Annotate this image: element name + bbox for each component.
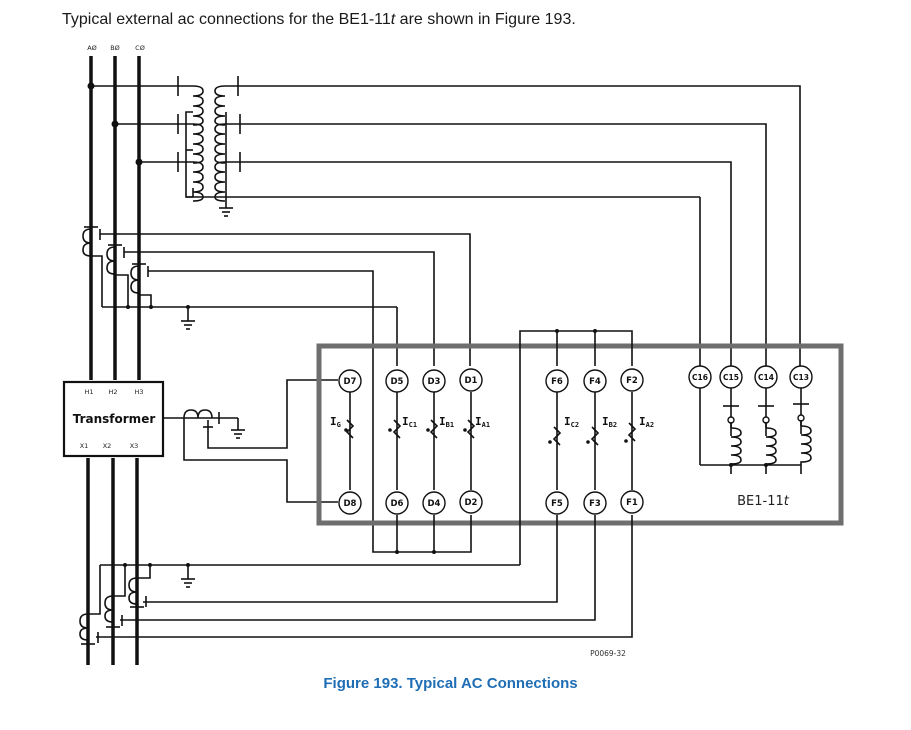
- label-ic1: IC1: [402, 415, 417, 429]
- terminal-c16: C16: [688, 365, 712, 389]
- neutral-ct: [163, 379, 338, 503]
- svg-text:D2: D2: [465, 498, 478, 508]
- label-ia1: IA1: [475, 415, 490, 429]
- intro-text-start: Typical external ac connections for the …: [62, 11, 391, 28]
- label-ib1: IB1: [439, 415, 454, 429]
- ground-icon: [219, 207, 233, 217]
- label-ig: IG: [330, 415, 341, 429]
- drawing-number: P0069-32: [590, 649, 626, 658]
- terminal-d3: D3: [422, 369, 446, 393]
- relay-enclosure: [316, 343, 844, 526]
- svg-text:F4: F4: [589, 377, 601, 387]
- svg-text:F3: F3: [589, 499, 601, 509]
- terminal-c15: C15: [719, 365, 743, 389]
- f-group-wiring: [96, 329, 633, 638]
- terminal-c14: C14: [754, 365, 778, 389]
- svg-text:D6: D6: [391, 499, 404, 509]
- terminal-h1: H1: [84, 388, 93, 396]
- terminals: D7 D5 D3 D1 D8 D6 D4 D2 F6 F4 F2 F5 F3 F…: [338, 365, 813, 515]
- terminal-h2: H2: [108, 388, 117, 396]
- phase-label-b: BØ: [110, 44, 120, 52]
- svg-text:C15: C15: [723, 373, 739, 382]
- svg-text:D4: D4: [428, 499, 441, 509]
- terminal-x1: X1: [80, 442, 89, 450]
- d-inputs: [344, 392, 476, 490]
- transformer: H1 H2 H3 Transformer X1 X2 X3: [62, 380, 165, 458]
- label-ib2: IB2: [602, 415, 617, 429]
- terminal-d8: D8: [338, 491, 362, 515]
- svg-text:D1: D1: [465, 376, 478, 386]
- phase-label-a: AØ: [87, 44, 97, 52]
- terminal-d1: D1: [459, 368, 483, 392]
- lower-phase-cts: [79, 563, 520, 645]
- intro-paragraph: Typical external ac connections for the …: [62, 11, 576, 29]
- label-ic2: IC2: [564, 415, 579, 429]
- terminal-x3: X3: [130, 442, 139, 450]
- svg-text:D3: D3: [428, 377, 441, 387]
- terminal-f6: F6: [545, 369, 569, 393]
- figure-caption-text: Figure 193. Typical AC Connections: [323, 675, 578, 692]
- phase-label-c: CØ: [135, 44, 145, 52]
- upper-phase-cts: [82, 226, 471, 553]
- svg-text:D8: D8: [344, 499, 357, 509]
- terminal-f2: F2: [620, 368, 644, 392]
- svg-text:F6: F6: [551, 377, 563, 387]
- svg-text:F5: F5: [551, 499, 563, 509]
- terminal-f4: F4: [583, 369, 607, 393]
- svg-text:C14: C14: [758, 373, 774, 382]
- phase-buses-bottom: [86, 458, 139, 665]
- figure-caption: Figure 193. Typical AC Connections: [0, 675, 911, 692]
- terminal-f3: F3: [583, 491, 607, 515]
- vt-connections: [87, 76, 801, 366]
- voltage-inputs: [699, 378, 812, 474]
- intro-text-end: are shown in Figure 193.: [395, 11, 576, 28]
- intro-text-italic: t: [390, 11, 396, 28]
- terminal-d2: D2: [459, 490, 483, 514]
- relay-name: BE1-11t: [737, 494, 790, 509]
- terminal-d7: D7: [338, 369, 362, 393]
- terminal-d5: D5: [385, 369, 409, 393]
- terminal-f5: F5: [545, 491, 569, 515]
- terminal-x2: X2: [103, 442, 112, 450]
- terminal-c13: C13: [789, 365, 813, 389]
- terminal-d4: D4: [422, 491, 446, 515]
- transformer-title: Transformer: [73, 412, 156, 426]
- terminal-d6: D6: [385, 491, 409, 515]
- svg-text:F2: F2: [626, 376, 638, 386]
- terminal-f1: F1: [620, 490, 644, 514]
- svg-text:C16: C16: [692, 373, 708, 382]
- svg-text:D5: D5: [391, 377, 404, 387]
- terminal-h3: H3: [134, 388, 143, 396]
- current-input-labels: IG IC1 IB1 IA1 IC2 IB2 IA2: [330, 415, 654, 429]
- f-inputs: [548, 392, 637, 490]
- phase-buses-top: [89, 56, 141, 380]
- svg-text:D7: D7: [344, 377, 357, 387]
- svg-text:F1: F1: [626, 498, 638, 508]
- label-ia2: IA2: [639, 415, 654, 429]
- svg-text:C13: C13: [793, 373, 809, 382]
